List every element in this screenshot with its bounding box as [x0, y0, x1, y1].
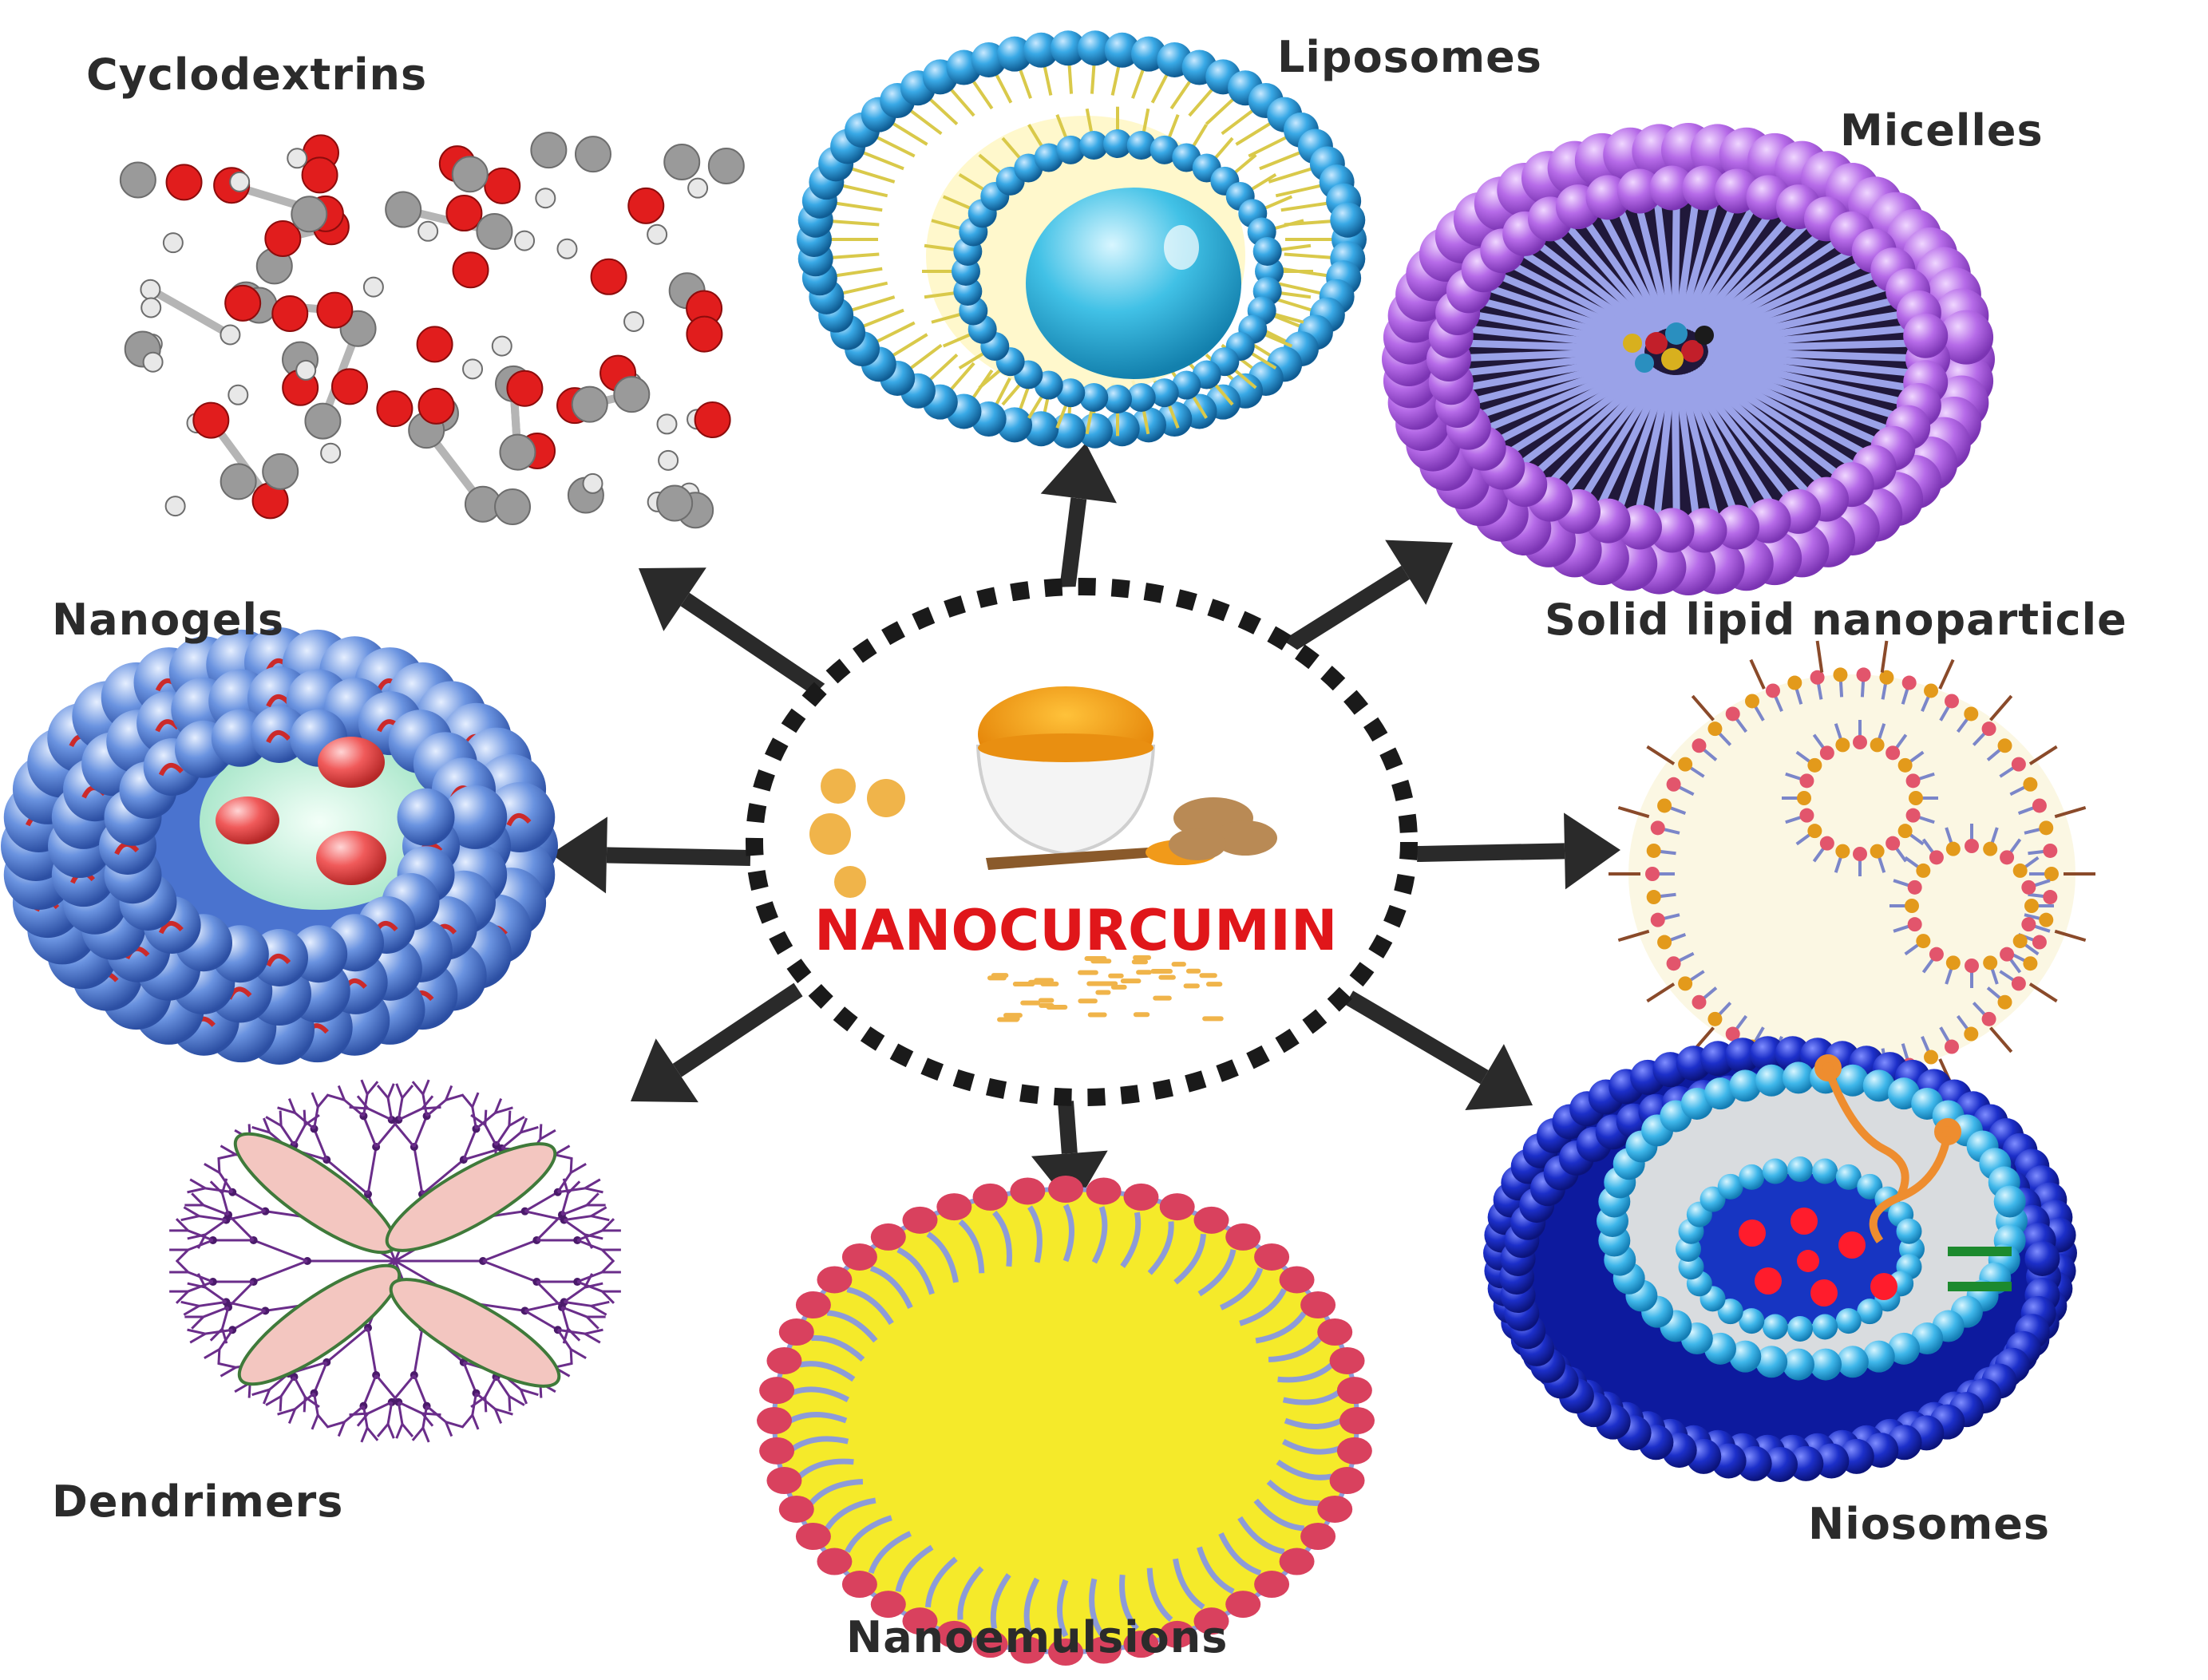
turmeric-bowl-icon — [975, 686, 1277, 870]
arrow-to-nanogels — [551, 816, 751, 894]
niosome-red-drug-icon — [1739, 1208, 1897, 1306]
nanogel-payload-icon — [216, 737, 386, 885]
arrow-to-liposomes — [1040, 443, 1117, 604]
label-micelles: Micelles — [1840, 105, 2044, 156]
dendrimer-icon — [169, 1079, 621, 1443]
label-dendrimers: Dendrimers — [52, 1476, 344, 1527]
solid-lipid-nanoparticle-icon — [1609, 640, 2095, 1108]
curcumin-droplets-icon — [809, 769, 905, 898]
label-niosomes: Niosomes — [1808, 1499, 2051, 1549]
arrow-to-solid-lipid — [1416, 812, 1620, 890]
curcumin-particles-icon — [987, 955, 1224, 1022]
arrow-to-dendrimers — [631, 982, 803, 1103]
niosome-ligand-icon — [1814, 1054, 1961, 1243]
niosome-vesicle-icon — [1483, 1036, 2077, 1482]
arrow-to-cyclodextrins — [639, 567, 831, 702]
micelle-icon — [1382, 123, 1995, 595]
ginger-root-icon — [1169, 797, 1277, 860]
arrow-to-niosomes — [1344, 990, 1533, 1110]
center-nanocurcumin-node — [746, 578, 1418, 1106]
label-nanogels: Nanogels — [52, 595, 285, 645]
label-solid-lipid-nanoparticle: Solid lipid nanoparticle — [1545, 595, 2127, 645]
niosome-green-marker-icon — [1948, 1247, 2012, 1291]
nanogel-sphere-icon — [1, 627, 558, 1065]
label-liposomes: Liposomes — [1277, 32, 1542, 82]
nanoemulsion-droplet-icon — [757, 1176, 1375, 1666]
arrows-group — [551, 443, 1620, 1209]
center-title-nanocurcumin: NANOCURCUMIN — [814, 898, 1338, 963]
liposome-bilayer-icon — [797, 30, 1367, 449]
label-cyclodextrins: Cyclodextrins — [86, 49, 428, 100]
dendrimer-payload-icon — [233, 1132, 561, 1388]
label-nanoemulsions: Nanoemulsions — [846, 1612, 1229, 1662]
arrow-to-micelles — [1276, 540, 1453, 658]
micelle-drug-core-icon — [1623, 322, 1714, 373]
cyclodextrin-molecule-icon — [119, 132, 745, 529]
